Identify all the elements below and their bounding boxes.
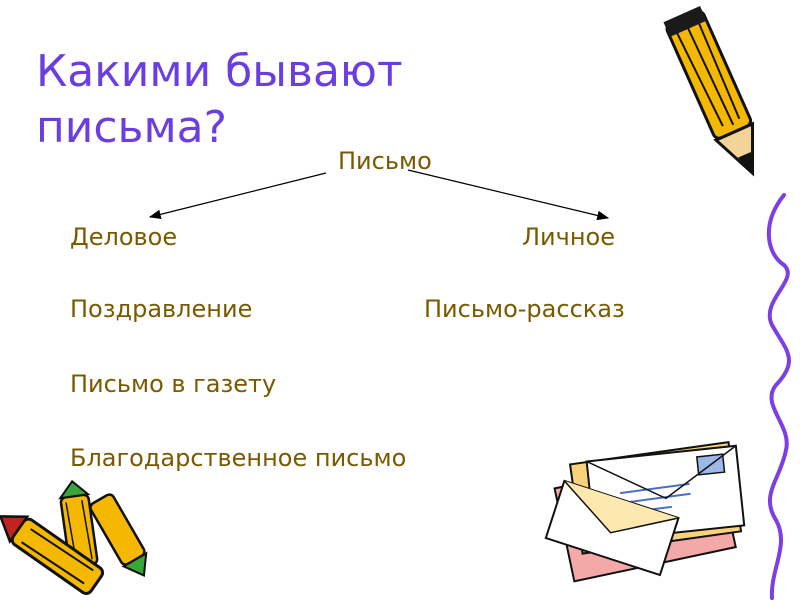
item-congratulation: Поздравление — [70, 295, 253, 323]
item-letter-story: Письмо-рассказ — [424, 295, 625, 323]
title-line-2: письма? — [36, 102, 227, 153]
slide-title: Какими бывают письма? — [36, 44, 403, 156]
branch-business: Деловое — [70, 223, 178, 251]
item-letter-newspaper: Письмо в газету — [70, 370, 277, 398]
arrow-right — [407, 169, 610, 221]
branch-personal: Личное — [522, 223, 615, 251]
arrow-left — [148, 172, 327, 220]
item-thank-you-letter: Благодарственное письмо — [70, 444, 407, 472]
title-line-1: Какими бывают — [36, 46, 403, 97]
tree-root: Письмо — [338, 147, 432, 175]
